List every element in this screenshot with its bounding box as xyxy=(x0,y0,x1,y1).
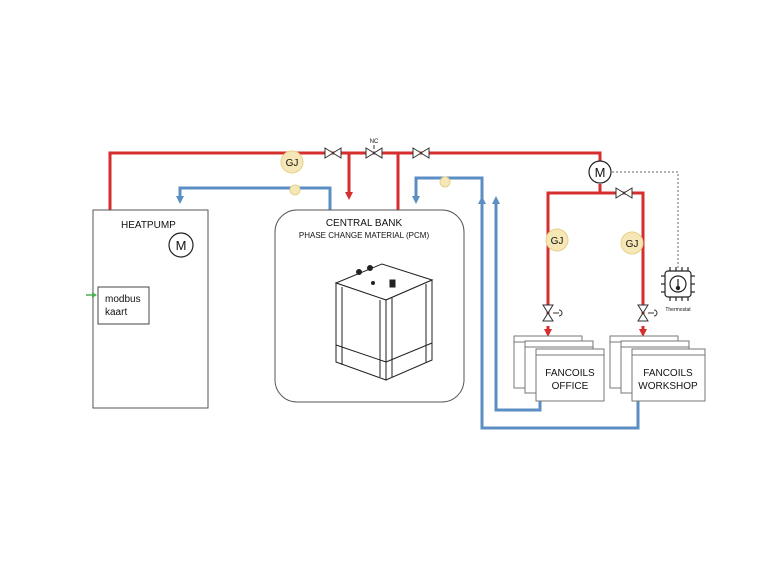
supply-pipes xyxy=(108,151,647,337)
gj-meter-office-label: GJ xyxy=(551,236,564,247)
valve-top-1 xyxy=(324,147,342,159)
valve-branch xyxy=(615,187,633,199)
supply-pipe-heatpump-out xyxy=(108,151,591,210)
return-pipe-bank-to-heatpump xyxy=(176,186,332,210)
gj-meter-top-label: GJ xyxy=(286,158,299,169)
supply-pipe-to-meter xyxy=(591,151,602,162)
return-pipes xyxy=(176,176,640,430)
fancoils-office-line2: OFFICE xyxy=(552,381,589,392)
gj-meter-workshop-label: GJ xyxy=(626,239,639,250)
modbus-card-line1: modbus xyxy=(105,294,141,305)
fancoils-office-line1: FANCOILS xyxy=(545,368,595,379)
valve-nc-label: NC xyxy=(370,139,379,145)
gj-meter-top: GJ xyxy=(280,150,304,174)
fancoils-workshop xyxy=(609,335,706,402)
return-pipe-workshop xyxy=(478,196,640,430)
fancoils-workshop-line1: FANCOILS xyxy=(643,368,693,379)
return-pipe-bank-inlet xyxy=(414,176,484,210)
central-bank-subtitle: PHASE CHANGE MATERIAL (PCM) xyxy=(299,231,430,240)
main-meter: M xyxy=(588,160,612,184)
valve-office-actuator xyxy=(542,304,563,322)
thermostat-signal-line xyxy=(612,171,679,268)
supply-pipe-branch xyxy=(546,184,602,318)
heatpump-unit: HEATPUMP M modbus kaart xyxy=(86,209,209,409)
valve-top-3 xyxy=(412,147,430,159)
fancoils-office xyxy=(513,335,605,402)
heatpump-title: HEATPUMP xyxy=(121,220,176,231)
heatpump-meter-label: M xyxy=(176,238,187,253)
temp-sensor-return xyxy=(289,184,301,196)
return-pipe-office xyxy=(492,196,542,412)
temp-sensor-bank-inlet xyxy=(439,176,451,188)
main-meter-label: M xyxy=(595,165,606,180)
central-bank-title: CENTRAL BANK xyxy=(326,218,403,229)
valve-top-nc xyxy=(365,145,383,159)
thermostat-label: Thermostat xyxy=(665,307,691,313)
pcm-tank-illustration xyxy=(334,263,434,381)
gj-meter-office: GJ xyxy=(545,228,569,252)
modbus-card xyxy=(97,286,150,325)
central-bank: CENTRAL BANK PHASE CHANGE MATERIAL (PCM) xyxy=(274,209,465,403)
gj-meter-workshop: GJ xyxy=(620,231,644,255)
thermostat-icon xyxy=(661,267,695,301)
heatpump-meter-symbol xyxy=(168,232,194,258)
modbus-signal-arrowhead xyxy=(92,292,97,298)
fancoils-workshop-line2: WORKSHOP xyxy=(638,381,698,392)
supply-pipe-workshop xyxy=(600,191,645,318)
modbus-card-line2: kaart xyxy=(105,307,127,318)
valve-workshop-actuator xyxy=(637,304,658,322)
